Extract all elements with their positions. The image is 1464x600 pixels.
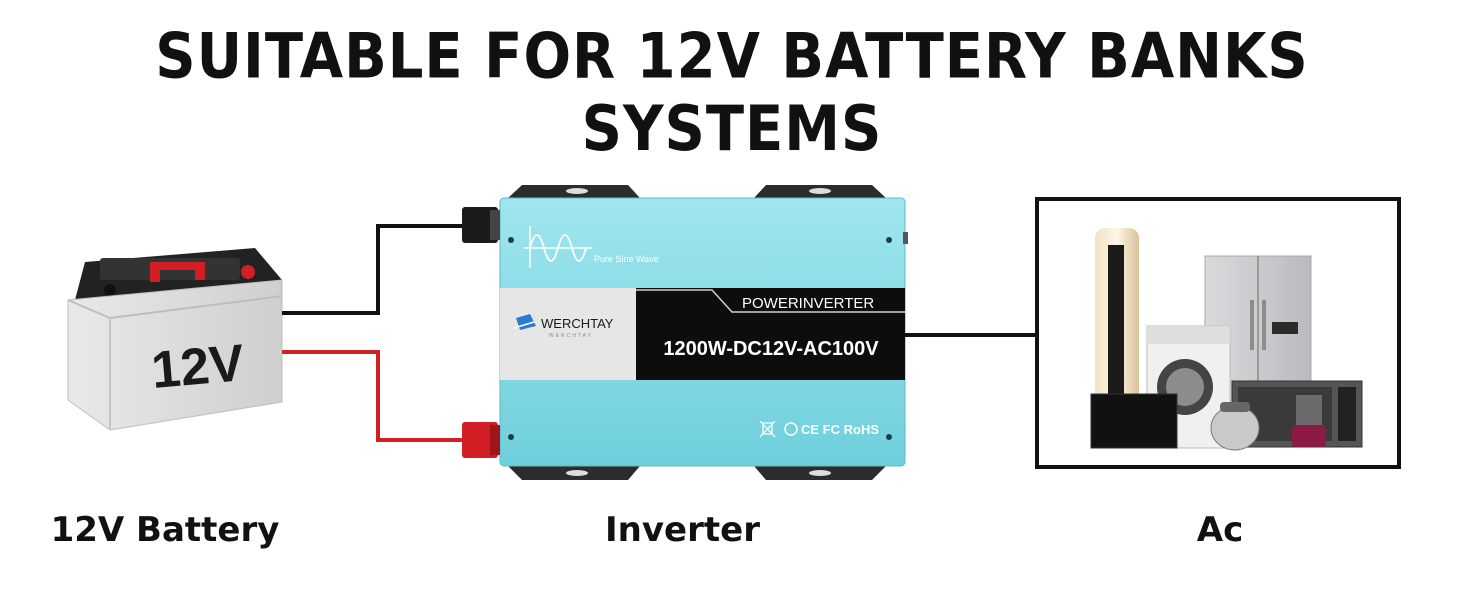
panel-accent-line xyxy=(636,289,905,313)
wave-label: Pure Sine Wave xyxy=(594,254,659,264)
terminal-connector xyxy=(490,425,500,455)
screw xyxy=(508,434,514,440)
fridge-display xyxy=(1272,322,1298,334)
bracket-slot xyxy=(566,470,588,476)
battery-illustration: 12V xyxy=(67,248,283,431)
recycle-icon xyxy=(784,422,798,436)
brand-panel xyxy=(500,288,636,380)
brand-name: WERCHTAY xyxy=(541,316,614,331)
sine-wave-icon xyxy=(529,234,587,262)
battery-handle xyxy=(150,262,205,282)
rice-cooker xyxy=(1210,405,1260,451)
rice-cooker-lid xyxy=(1220,402,1250,412)
product-name: POWERINVERTER xyxy=(742,295,874,312)
battery-voltage-label: 12V xyxy=(149,334,247,400)
brand-subtext: WERCHTAY xyxy=(549,333,593,339)
blender-base xyxy=(1292,425,1326,447)
spec-panel xyxy=(636,288,905,380)
bracket-slot xyxy=(566,188,588,194)
cert-marks: CE FC RoHS xyxy=(801,422,879,437)
microwave-controls xyxy=(1338,387,1356,441)
positive-terminal xyxy=(241,265,255,279)
brand-logo-stripe xyxy=(513,321,535,329)
page-title: SUITABLE FOR 12V BATTERY BANKS SYSTEMS xyxy=(155,20,1309,166)
weee-icon xyxy=(759,420,776,438)
bracket-slot xyxy=(809,188,831,194)
terminal-connector xyxy=(490,210,500,240)
ac-appliances-illustration xyxy=(1090,228,1363,451)
television xyxy=(1090,393,1178,449)
spec-label: 1200W-DC12V-AC100V xyxy=(663,338,879,360)
screw xyxy=(508,237,514,243)
negative-terminal xyxy=(104,284,116,296)
screw xyxy=(886,237,892,243)
bracket-slot xyxy=(809,470,831,476)
fridge-handle xyxy=(1262,300,1266,350)
positive-wire xyxy=(282,350,462,442)
negative-terminal-block xyxy=(462,207,498,243)
inverter-illustration: Pure Sine Wave POWERINVERTER 1200W-DC12V… xyxy=(462,185,908,480)
inverter-caption: Inverter xyxy=(605,510,760,550)
air-conditioner-panel xyxy=(1108,245,1124,405)
battery-caption: 12V Battery xyxy=(50,510,280,550)
negative-wire xyxy=(282,224,462,315)
side-switch xyxy=(903,232,908,244)
washer-control-panel xyxy=(1147,326,1230,344)
positive-terminal-block xyxy=(462,422,498,458)
blender-jar xyxy=(1296,395,1322,425)
screw xyxy=(886,434,892,440)
ac-caption: Ac xyxy=(1196,510,1244,550)
fridge-handle xyxy=(1250,300,1254,350)
